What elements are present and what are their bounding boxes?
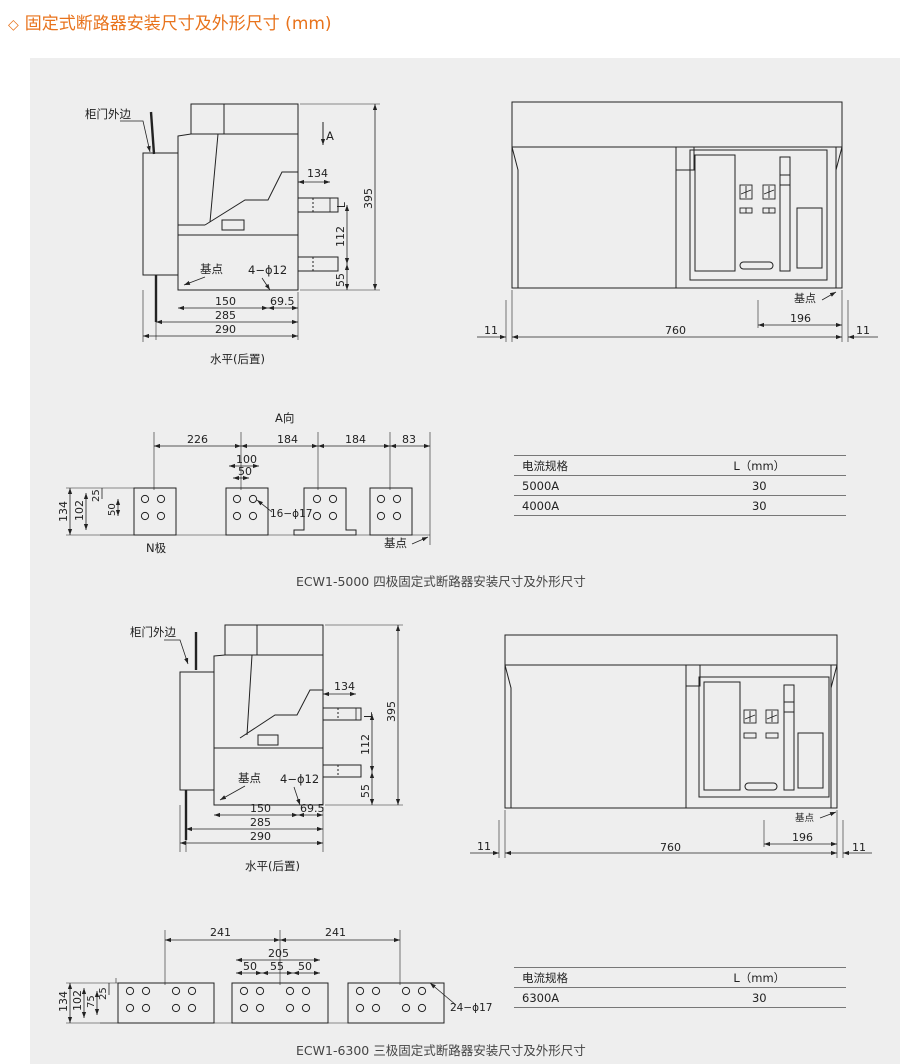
terminal-hole-spec: 16−ϕ17 bbox=[270, 508, 312, 520]
dim-v134-2: 134 bbox=[57, 991, 70, 1012]
dim-11-right: 11 bbox=[856, 324, 870, 337]
dim-50-a: 50 bbox=[243, 960, 257, 973]
dim-760-2: 760 bbox=[660, 841, 681, 854]
front-base-label: 基点 bbox=[794, 292, 816, 305]
dim-290: 290 bbox=[215, 323, 236, 336]
dim-134: 134 bbox=[307, 167, 328, 180]
front-base-label-2: 基点 bbox=[795, 812, 815, 824]
dim-83: 83 bbox=[402, 433, 416, 446]
side-view-1: 柜门外边 A 134 L 395 112 55 基点 bbox=[85, 103, 380, 366]
dim-69-5: 69.5 bbox=[270, 295, 295, 308]
diagram-panel bbox=[30, 58, 900, 1064]
table-cell: 4000A bbox=[514, 495, 673, 516]
table-header-cell: 电流规格 bbox=[514, 455, 673, 476]
dim-184-a: 184 bbox=[277, 433, 298, 446]
dim-290-2: 290 bbox=[250, 830, 271, 843]
page-heading: ◇ 固定式断路器安装尺寸及外形尺寸 (mm) bbox=[8, 9, 332, 34]
dim-50-b: 50 bbox=[298, 960, 312, 973]
dim-134-2: 134 bbox=[334, 680, 355, 693]
dim-150-2: 150 bbox=[250, 802, 271, 815]
table-row: 4000A 30 bbox=[514, 495, 846, 516]
base-point-label-2: 基点 bbox=[238, 771, 261, 785]
dim-241-a: 241 bbox=[210, 926, 231, 939]
table-cell: 5000A bbox=[514, 475, 673, 496]
dim-112: 112 bbox=[334, 226, 347, 247]
dim-395-2: 395 bbox=[385, 701, 398, 722]
on-off-icon bbox=[739, 184, 776, 214]
dim-205: 205 bbox=[268, 947, 289, 960]
table-row: 6300A 30 bbox=[514, 987, 846, 1008]
dim-v102: 102 bbox=[73, 500, 86, 521]
view-a-title: A向 bbox=[275, 411, 294, 425]
dim-196-2: 196 bbox=[792, 831, 813, 844]
current-spec-table-2: 电流规格 L（mm） 6300A 30 bbox=[514, 967, 846, 1008]
dim-55-b: 55 bbox=[270, 960, 284, 973]
table-cell: 30 bbox=[672, 495, 846, 516]
door-edge-label-2: 柜门外边 bbox=[130, 625, 176, 639]
table-header-row: 电流规格 L（mm） bbox=[514, 455, 846, 476]
dim-112-2: 112 bbox=[359, 734, 372, 755]
dim-11-right-2: 11 bbox=[852, 841, 866, 854]
base-point-label: 基点 bbox=[200, 262, 223, 276]
table-header-row: 电流规格 L（mm） bbox=[514, 967, 846, 988]
section-caption-2: ECW1-6300 三极固定式断路器安装尺寸及外形尺寸 bbox=[296, 1043, 586, 1058]
dim-v75: 75 bbox=[86, 995, 97, 1008]
dim-760: 760 bbox=[665, 324, 686, 337]
dim-395: 395 bbox=[362, 188, 375, 209]
dim-v134: 134 bbox=[57, 501, 70, 522]
dim-226: 226 bbox=[187, 433, 208, 446]
terminal-view-2: 241 241 205 50 55 50 134 102 75 25 24−ϕ1 bbox=[57, 926, 492, 1024]
dim-50-top: 50 bbox=[238, 465, 252, 478]
view-arrow-label: A bbox=[326, 129, 334, 143]
dim-v25: 25 bbox=[91, 489, 102, 502]
dim-196: 196 bbox=[790, 312, 811, 325]
dim-11-left-2: 11 bbox=[477, 840, 491, 853]
page-title: 固定式断路器安装尺寸及外形尺寸 (mm) bbox=[24, 14, 332, 34]
terminal-view-1: A向 226 184 184 83 100 50 134 102 bbox=[57, 411, 431, 555]
front-view-2: 基点 196 11 760 11 bbox=[470, 634, 872, 858]
hole-spec-2: 4−ϕ12 bbox=[280, 772, 319, 786]
dim-v50: 50 bbox=[107, 503, 118, 516]
current-spec-table-1: 电流规格 L（mm） 5000A 30 4000A 30 bbox=[514, 455, 846, 516]
dim-55: 55 bbox=[334, 273, 347, 287]
table-header-cell: L（mm） bbox=[672, 455, 846, 476]
door-edge-label: 柜门外边 bbox=[85, 107, 131, 121]
front-view-1: 基点 196 11 760 11 bbox=[477, 101, 878, 342]
hole-spec: 4−ϕ12 bbox=[248, 263, 287, 277]
dim-100: 100 bbox=[236, 453, 257, 466]
diamond-icon: ◇ bbox=[8, 17, 19, 33]
table-cell: 30 bbox=[672, 475, 846, 496]
dim-285: 285 bbox=[215, 309, 236, 322]
table-cell: 30 bbox=[672, 987, 846, 1008]
table-header-cell: 电流规格 bbox=[514, 967, 673, 988]
dim-L: L bbox=[336, 202, 348, 208]
dim-L-2: L bbox=[363, 712, 375, 718]
table-row: 5000A 30 bbox=[514, 475, 846, 496]
table-header-cell: L（mm） bbox=[672, 967, 846, 988]
side-view-caption: 水平(后置) bbox=[210, 352, 265, 366]
dim-69-5-2: 69.5 bbox=[300, 802, 325, 815]
terminal-base-label: 基点 bbox=[384, 536, 407, 550]
dim-184-b: 184 bbox=[345, 433, 366, 446]
n-pole-label: N极 bbox=[146, 541, 167, 555]
dim-55-2: 55 bbox=[359, 784, 372, 798]
dim-285-2: 285 bbox=[250, 816, 271, 829]
dim-v102-2: 102 bbox=[71, 990, 84, 1011]
side-view-2: 柜门外边 134 L 395 112 55 基点 4−ϕ12 bbox=[130, 624, 403, 873]
dim-11-left: 11 bbox=[484, 324, 498, 337]
section-caption-1: ECW1-5000 四极固定式断路器安装尺寸及外形尺寸 bbox=[296, 574, 586, 589]
terminal-hole-spec-2: 24−ϕ17 bbox=[450, 1002, 492, 1014]
dim-150: 150 bbox=[215, 295, 236, 308]
table-cell: 6300A bbox=[514, 987, 673, 1008]
side-view-caption-2: 水平(后置) bbox=[245, 859, 300, 873]
dim-v25-2: 25 bbox=[98, 987, 109, 1000]
dim-241-b: 241 bbox=[325, 926, 346, 939]
on-off-icon-2 bbox=[743, 709, 779, 739]
